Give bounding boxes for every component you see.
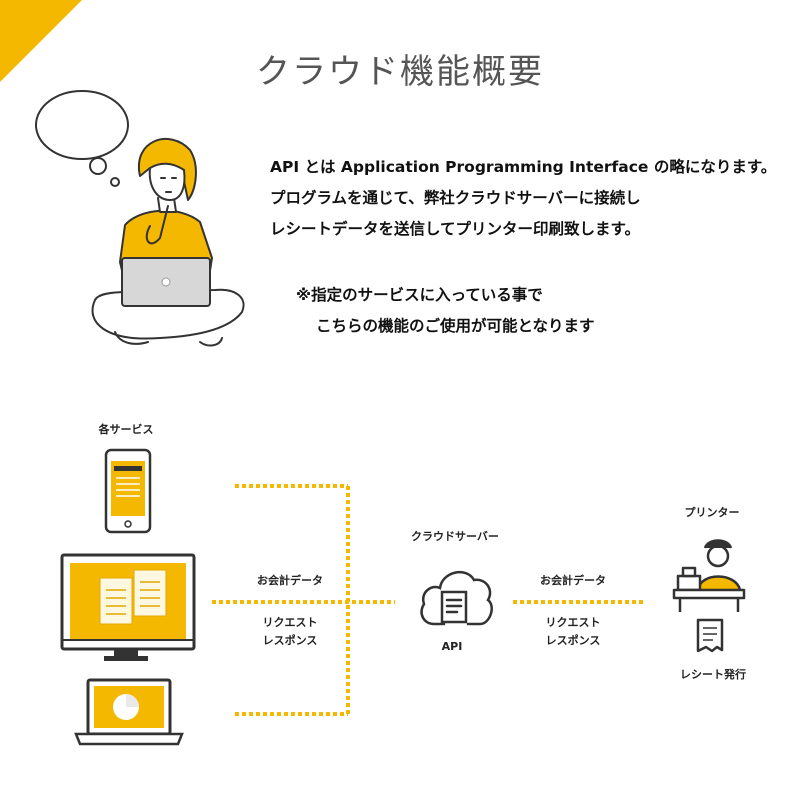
api-label: API <box>441 640 463 653</box>
receipt-issue-label: レシート発行 <box>680 668 746 681</box>
connection-lines <box>212 484 645 716</box>
cloud-server-label: クラウドサーバー <box>411 530 499 543</box>
note-text: ※指定のサービスに入っている事で こちらの機能のご使用が可能となります <box>296 280 595 342</box>
services-label: 各サービス <box>98 423 154 436</box>
note-line-1: ※指定のサービスに入っている事で <box>296 286 543 304</box>
corner-accent <box>0 0 82 82</box>
intro-text: API とは Application Programming Interface… <box>270 152 776 245</box>
intro-line-3: レシートデータを送信してプリンター印刷致します。 <box>270 220 640 238</box>
page-title: クラウド機能概要 <box>256 52 544 92</box>
smartphone-icon <box>104 448 152 534</box>
thinking-person-illustration <box>35 90 245 347</box>
desktop-monitor-icon <box>60 553 196 661</box>
printer-label: プリンター <box>684 506 740 519</box>
note-line-2: こちらの機能のご使用が可能となります <box>316 317 595 335</box>
left-data-label: お会計データ <box>257 574 323 587</box>
left-request-label: リクエスト <box>262 616 318 629</box>
left-response-label: レスポンス <box>262 634 318 647</box>
thought-bubble-icon <box>35 90 129 160</box>
cloud-server-icon <box>420 570 493 626</box>
thought-bubble-dot-large-icon <box>89 157 107 175</box>
intro-line-2: プログラムを通じて、弊社クラウドサーバーに接続し <box>270 189 641 207</box>
right-request-label: リクエスト <box>545 616 601 629</box>
face-icon <box>148 162 186 201</box>
laptop-device-icon <box>74 678 184 746</box>
right-response-label: レスポンス <box>545 634 601 647</box>
right-data-label: お会計データ <box>540 574 606 587</box>
thought-bubble-dot-small-icon <box>110 177 120 187</box>
intro-line-1: API とは Application Programming Interface… <box>270 158 777 176</box>
printer-cashier-icon <box>672 539 746 612</box>
receipt-icon <box>696 618 724 653</box>
